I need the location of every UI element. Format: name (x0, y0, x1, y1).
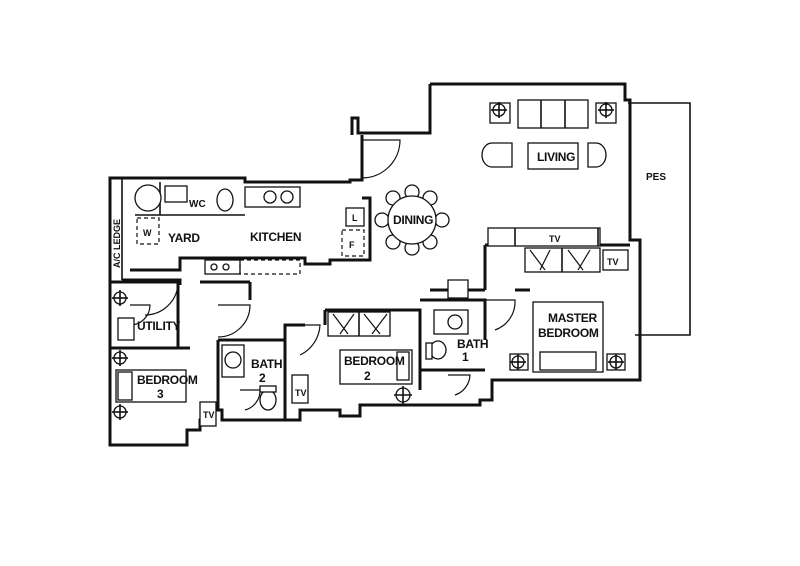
label-bath1-line2: 1 (462, 350, 469, 364)
label-master-line1: MASTER (548, 311, 598, 325)
label-ac-ledge: A/C LEDGE (112, 219, 122, 268)
label-pes: PES (646, 172, 666, 183)
label-bedroom3-line2: 3 (157, 387, 164, 401)
tv-console-living (487, 227, 601, 247)
light-point-icon (112, 102, 624, 420)
label-w: W (143, 228, 152, 238)
pes-area (628, 102, 691, 336)
label-l: L (352, 213, 358, 223)
label-bath1-line1: BATH (457, 337, 488, 351)
bedroom2-fixtures (291, 311, 413, 404)
label-living: LIVING (537, 150, 575, 164)
label-wc: WC (189, 199, 206, 210)
bath2-fixtures (221, 344, 277, 411)
label-tv-living: TV (549, 234, 561, 244)
label-tv-bedroom2: TV (295, 388, 307, 398)
label-bedroom2-line2: 2 (364, 369, 371, 383)
label-f: F (349, 240, 355, 250)
label-bedroom3-line1: BEDROOM (137, 373, 198, 387)
doors (129, 139, 516, 411)
label-bath2-line2: 2 (259, 371, 266, 385)
kitchen-fixtures (136, 186, 365, 275)
label-master-line2: BEDROOM (538, 326, 599, 340)
utility-fixtures (115, 317, 217, 427)
label-dining: DINING (393, 213, 433, 227)
master-wardrobe (524, 247, 629, 273)
dining-table (374, 184, 450, 256)
label-bath2-line1: BATH (251, 357, 282, 371)
label-tv-master: TV (607, 257, 619, 267)
label-kitchen: KITCHEN (250, 230, 301, 244)
label-bedroom2-line1: BEDROOM (344, 354, 405, 368)
label-utility: UTILITY (137, 319, 181, 333)
label-yard: YARD (168, 231, 200, 245)
label-tv-bedroom3: TV (203, 410, 215, 420)
wc-fixtures (134, 184, 234, 212)
bath1-fixtures (425, 279, 469, 360)
